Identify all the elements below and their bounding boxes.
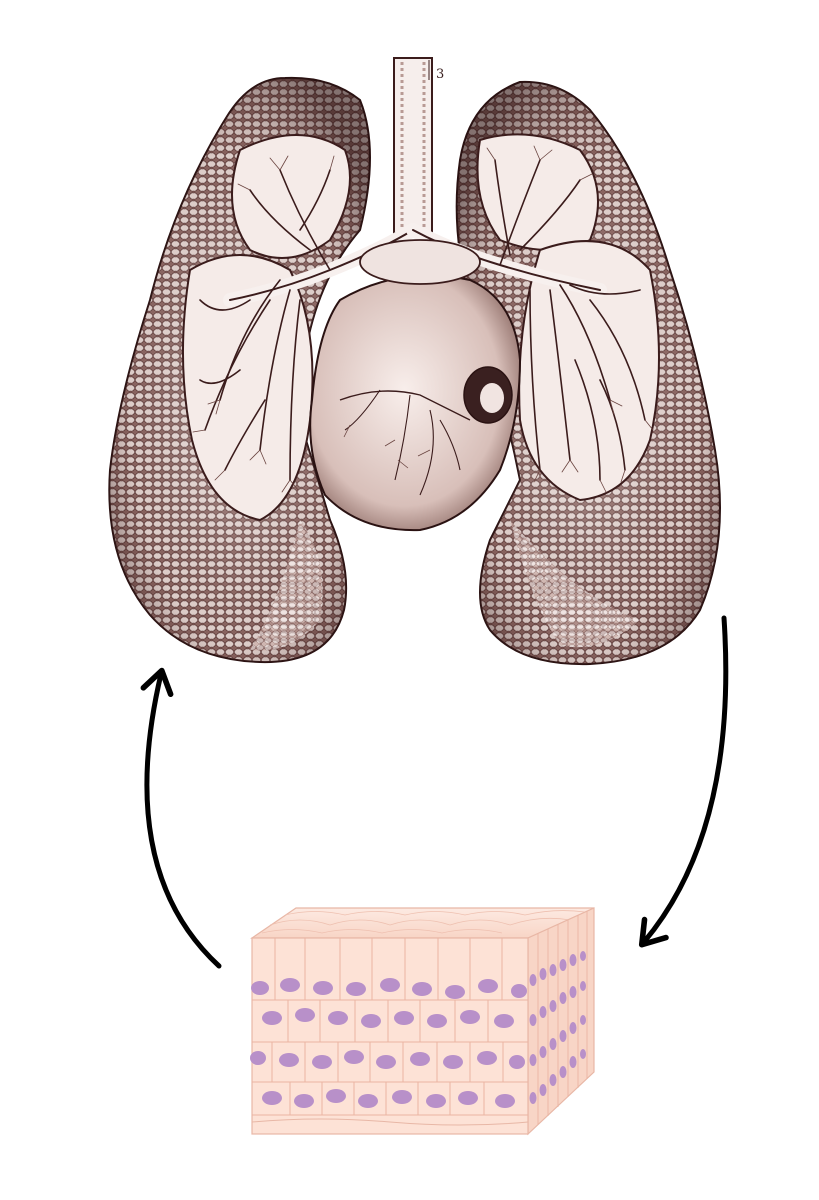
side-nuclei (529, 951, 586, 1104)
epithelial-tissue-block (250, 907, 595, 1136)
basement-membrane (251, 1118, 529, 1126)
lower-lobe-highlight (510, 520, 640, 648)
lungs-illustration: 3 (108, 57, 721, 666)
right-bronchial-window (182, 134, 351, 522)
plate-marker: 3 (436, 67, 444, 82)
aortic-arch (359, 239, 481, 285)
front-nuclei (250, 978, 527, 1108)
tissue-to-lungs-arrow (140, 667, 222, 969)
lower-lobe-highlight (250, 520, 323, 651)
heart (309, 239, 522, 532)
tissue-front-face (251, 937, 529, 1135)
left-bronchial-window (476, 133, 660, 502)
lungs-to-tissue-arrow (638, 615, 729, 948)
trachea: 3 (393, 57, 444, 234)
